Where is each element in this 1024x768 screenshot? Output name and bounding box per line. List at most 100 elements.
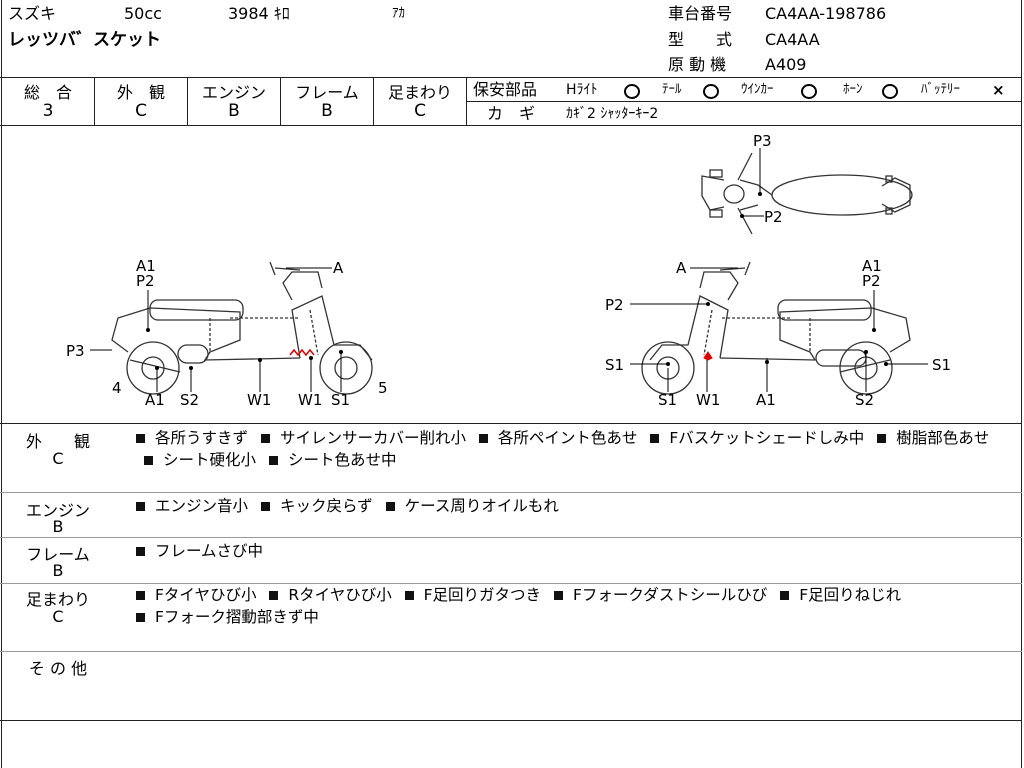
top-p2-label: P2 xyxy=(764,208,783,226)
right-a-label: A xyxy=(676,259,687,277)
right-a1-label: A1 xyxy=(862,257,882,275)
bullet-icon xyxy=(478,433,488,443)
safety-headlight-label: Hﾗｲﾄ xyxy=(566,82,598,98)
left-p3-label: P3 xyxy=(66,342,85,360)
key-value: ｶｷﾞ2 ｼｬｯﾀｰｷｰ2 xyxy=(566,106,659,122)
left-side-scooter xyxy=(111,261,373,395)
bullet-icon xyxy=(404,590,414,600)
bullet-icon xyxy=(268,455,278,465)
left-p2-label: P2 xyxy=(136,272,155,290)
left-bottom-w1b: W1 xyxy=(298,391,323,409)
grade-frame-value: B xyxy=(321,101,333,121)
comment-item: キック戻らず xyxy=(279,497,373,515)
comment-item: Fフォーク摺動部きず中 xyxy=(155,608,319,626)
bullet-icon xyxy=(136,433,145,443)
grade-total-value: 3 xyxy=(42,101,54,121)
bullet-icon xyxy=(144,455,153,465)
left-bottom-w1a: W1 xyxy=(247,391,272,409)
frame-number-label: 車台番号 xyxy=(668,4,733,23)
horn-ok-circle-icon xyxy=(882,84,898,99)
comment-exterior-label: 外 観 xyxy=(25,432,90,451)
right-bottom-w1: W1 xyxy=(696,391,721,409)
left-a-label: A xyxy=(333,259,344,277)
model-type-label: 型 式 xyxy=(668,30,733,49)
comment-item: 樹脂部色あせ xyxy=(896,429,990,447)
engine-model-label: 原 動 機 xyxy=(668,55,727,74)
comment-item: F足回りガタつき xyxy=(423,586,542,604)
grade-engine-label: エンジン xyxy=(201,83,266,102)
comment-exterior-grade: C xyxy=(52,449,64,468)
right-p2-label: P2 xyxy=(862,272,881,290)
comment-item: Rタイヤひび小 xyxy=(288,586,392,604)
comment-item: 各所うすきず xyxy=(155,429,249,447)
comment-frame-grade: B xyxy=(52,561,64,580)
bullet-icon xyxy=(260,501,270,511)
right-p2-left-label: P2 xyxy=(605,296,624,314)
comment-item: ケース周りオイルもれ xyxy=(404,497,559,515)
comment-item: シート色あせ中 xyxy=(287,451,397,469)
headlight-ok-circle-icon xyxy=(624,84,640,99)
comment-item: Fフォークダストシールひび xyxy=(573,586,768,604)
comment-item: F足回りねじれ xyxy=(799,586,902,604)
left-bottom-a1: A1 xyxy=(145,391,165,409)
engine-model-value: A409 xyxy=(765,55,807,74)
bullet-icon xyxy=(136,612,145,622)
grade-exterior-value: C xyxy=(135,101,147,121)
top-p3-label: P3 xyxy=(753,132,772,150)
comment-other-label: そ の 他 xyxy=(28,659,88,678)
comment-item: Fバスケットシェードしみ中 xyxy=(669,429,865,447)
right-s1-left-label: S1 xyxy=(605,356,625,374)
left-number-5: 5 xyxy=(378,379,388,397)
comment-item: Fタイヤひび小 xyxy=(155,586,257,604)
comment-engine-list: エンジン音小 キック戻らず ケース周りオイルもれ xyxy=(136,495,1018,517)
left-bottom-s2: S2 xyxy=(180,391,200,409)
bullet-icon xyxy=(385,501,395,511)
tail-ok-circle-icon xyxy=(703,84,719,99)
bullet-icon xyxy=(136,546,145,556)
grade-frame-label: フレーム xyxy=(295,83,359,102)
comment-item: エンジン音小 xyxy=(155,497,249,515)
safety-battery-label: ﾊﾞｯﾃﾘｰ xyxy=(921,82,960,97)
comment-item: 各所ペイント色あせ xyxy=(497,429,638,447)
battery-ng-cross-icon: × xyxy=(992,81,1005,99)
mileage: 3984 ｷﾛ xyxy=(228,4,290,23)
safety-tail-label: ﾃｰﾙ xyxy=(662,82,682,97)
grade-suspension-value: C xyxy=(414,101,426,121)
model-name: レッツバ゛スケット xyxy=(8,30,161,50)
frame-number-value: CA4AA-198786 xyxy=(765,4,887,23)
displacement: 50cc xyxy=(124,4,162,23)
maker: スズキ xyxy=(8,4,57,23)
comment-frame-label: フレーム xyxy=(26,545,90,564)
damage-mark-left xyxy=(289,348,315,357)
comment-item: サイレンサーカバー削れ小 xyxy=(279,429,466,447)
bullet-icon xyxy=(136,501,145,511)
right-bottom-s2: S2 xyxy=(855,391,875,409)
bullet-icon xyxy=(554,590,563,600)
grade-engine-value: B xyxy=(228,101,240,121)
comment-item: フレームさび中 xyxy=(155,542,264,560)
comment-suspension-grade: C xyxy=(52,607,64,626)
bullet-icon xyxy=(260,433,270,443)
grade-exterior-label: 外 観 xyxy=(116,83,165,102)
damage-mark-right xyxy=(703,351,713,361)
comment-engine-grade: B xyxy=(52,517,64,536)
color: ｱｶ xyxy=(392,6,405,21)
safety-label: 保安部品 xyxy=(473,80,538,99)
model-type-value: CA4AA xyxy=(765,30,820,49)
right-bottom-s1: S1 xyxy=(658,391,678,409)
left-number-4: 4 xyxy=(112,379,122,397)
comment-suspension-label: 足まわり xyxy=(25,590,90,609)
grade-suspension-label: 足まわり xyxy=(387,83,452,102)
safety-winker-label: ｳｲﾝｶｰ xyxy=(741,82,774,97)
bullet-icon xyxy=(650,433,660,443)
grade-total-label: 総 合 xyxy=(23,83,72,102)
right-bottom-a1: A1 xyxy=(756,391,776,409)
left-a1-label: A1 xyxy=(136,257,156,275)
comment-engine-label: エンジン xyxy=(25,501,90,520)
bullet-icon xyxy=(877,433,887,443)
right-s1-right-label: S1 xyxy=(932,356,952,374)
comment-exterior-list: 各所うすきず サイレンサーカバー削れ小 各所ペイント色あせ Fバスケットシェード… xyxy=(136,427,1018,471)
safety-horn-label: ﾎｰﾝ xyxy=(843,82,863,97)
winker-ok-circle-icon xyxy=(801,84,817,99)
